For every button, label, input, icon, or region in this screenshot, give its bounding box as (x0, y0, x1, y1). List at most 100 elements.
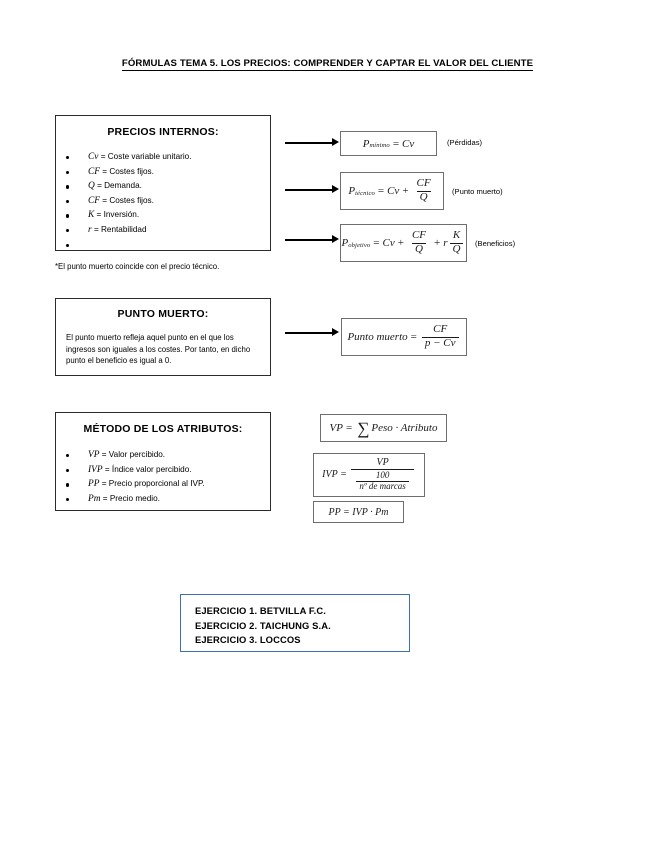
arrow-to-pobjetivo-icon (285, 234, 339, 246)
formula-lhs: IVP (322, 469, 338, 481)
punto-muerto-box: PUNTO MUERTO: El punto muerto refleja aq… (55, 298, 271, 376)
variable-definition: = Índice valor percibido. (104, 464, 192, 474)
fraction-numerator: K (452, 229, 461, 242)
formula-lhs-subscript: objetivo (348, 241, 371, 249)
variable-symbol: CF (88, 195, 100, 206)
variable-symbol: VP (88, 450, 100, 460)
variable-symbol: K (88, 210, 95, 221)
formula-pp-expression: PP = IVP · Pm (328, 506, 389, 518)
formula-ivp: IVP = VP 100 nº de marcas (313, 453, 425, 497)
exercise-item: EJERCICIO 1. BETVILLA F.C. (195, 605, 326, 616)
formula-lhs: P (341, 237, 349, 249)
formula-coefficient: r (443, 237, 448, 249)
formula-precio-objetivo-label: (Beneficios) (475, 239, 516, 248)
page-title-text: FÓRMULAS TEMA 5. LOS PRECIOS: COMPRENDER… (121, 58, 534, 71)
formula-lhs: P (348, 185, 356, 197)
list-item: Q = Demanda. (56, 179, 270, 194)
fraction-denominator: nº de marcas (356, 480, 409, 492)
fraction-cf-q: CF Q (414, 177, 434, 204)
list-item: Cv = Coste variable unitario. (56, 150, 270, 165)
formula-lhs: P (362, 137, 370, 150)
fraction-denominator: Q (416, 190, 431, 204)
footnote-punto-muerto: *El punto muerto coincide con el precio … (55, 262, 220, 271)
exercise-item: EJERCICIO 2. TAICHUNG S.A. (195, 619, 331, 631)
precios-internos-box: PRECIOS INTERNOS: Cv = Coste variable un… (55, 115, 271, 251)
precios-internos-heading: PRECIOS INTERNOS: (107, 126, 219, 138)
variable-definition: = Costes fijos. (102, 195, 154, 205)
arrow-to-punto-muerto-formula-icon (285, 327, 339, 339)
formula-lhs-subscript: mínimo (369, 142, 390, 150)
summation-icon: ∑ (357, 419, 370, 439)
formula-vp-expression: VP = ∑ Peso · Atributo (329, 419, 438, 439)
list-item: Pm = Precio medio. (56, 492, 270, 507)
list-item: IVP = Índice valor percibido. (56, 463, 270, 478)
formula-precio-minimo-label: (Pérdidas) (447, 138, 483, 147)
formula-ivp-expression: IVP = VP 100 nº de marcas (322, 456, 416, 492)
fraction-outer: VP 100 nº de marcas (351, 456, 414, 492)
formula-rhs: Peso · Atributo (371, 422, 438, 434)
fraction-inner: 100 nº de marcas (356, 469, 409, 492)
metodo-atributos-list: VP = Valor percibido. IVP = Índice valor… (56, 448, 270, 506)
arrow-to-ptecnico-icon (285, 184, 339, 196)
variable-definition: = Precio medio. (102, 493, 160, 503)
variable-symbol: Q (88, 181, 95, 192)
fraction-numerator: VP (376, 456, 389, 468)
variable-symbol: PP (88, 479, 100, 490)
metodo-atributos-box: MÉTODO DE LOS ATRIBUTOS: VP = Valor perc… (55, 412, 271, 511)
formula-lhs-subscript: técnico (355, 189, 375, 197)
list-item: CF = Costes fijos. (56, 194, 270, 209)
variable-definition: = Demanda. (97, 181, 142, 191)
variable-definition: = Costes fijos. (102, 166, 154, 176)
variable-definition: = Inversión. (96, 210, 140, 220)
fraction-cf-q: CF Q (409, 229, 429, 256)
exercise-item: EJERCICIO 3. LOCCOS (195, 634, 301, 646)
exercises-box: EJERCICIO 1. BETVILLA F.C. EJERCICIO 2. … (180, 594, 410, 652)
page-title: FÓRMULAS TEMA 5. LOS PRECIOS: COMPRENDER… (0, 58, 655, 71)
fraction-denominator: Q (449, 242, 464, 256)
fraction-numerator: 100 (375, 469, 390, 480)
fraction-numerator: CF (433, 323, 448, 336)
formula-vp: VP = ∑ Peso · Atributo (320, 414, 447, 442)
formula-punto-muerto: Punto muerto = CF p − Cv (341, 318, 467, 356)
variable-definition: = Precio proporcional al IVP. (101, 479, 205, 489)
variable-definition: = Coste variable unitario. (100, 152, 192, 161)
fraction-numerator: CF (416, 177, 431, 190)
variable-symbol: IVP (88, 464, 103, 475)
list-item: CF = Costes fijos. (56, 165, 270, 180)
metodo-atributos-heading: MÉTODO DE LOS ATRIBUTOS: (83, 423, 243, 435)
list-item: K = Inversión. (56, 208, 270, 223)
list-item: r = Rentabilidad (56, 223, 270, 238)
list-item: VP = Valor percibido. (56, 448, 270, 463)
formula-pp: PP = IVP · Pm (313, 501, 404, 523)
arrow-to-pminimo-icon (285, 137, 339, 149)
punto-muerto-heading: PUNTO MUERTO: (117, 308, 209, 320)
list-item: PP = Precio proporcional al IVP. (56, 477, 270, 492)
formula-lhs: Punto muerto (347, 331, 408, 343)
variable-symbol: r (88, 224, 92, 235)
variable-symbol: Pm (88, 493, 101, 504)
punto-muerto-paragraph: El punto muerto refleja aquel punto en e… (66, 333, 251, 366)
fraction-denominator: p − Cv (421, 336, 459, 350)
variable-symbol: CF (88, 166, 100, 177)
formula-term: Cv (387, 185, 400, 197)
fraction-k-q: K Q (449, 229, 464, 256)
formula-term: Cv (382, 237, 395, 249)
fraction-numerator: CF (411, 229, 427, 242)
variable-definition: = Rentabilidad (93, 224, 147, 234)
formula-lhs: VP (329, 422, 343, 434)
formula-precio-tecnico-label: (Punto muerto) (452, 187, 503, 196)
formula-punto-muerto-expression: Punto muerto = CF p − Cv (347, 323, 460, 350)
formula-rhs: Cv (402, 137, 415, 150)
precios-internos-list: Cv = Coste variable unitario. CF = Coste… (56, 150, 270, 247)
variable-definition: = Valor percibido. (101, 450, 166, 459)
fraction-cf-p-minus-cv: CF p − Cv (421, 323, 459, 350)
fraction-denominator-nested: 100 nº de marcas (351, 469, 414, 492)
fraction-denominator: Q (412, 242, 426, 256)
